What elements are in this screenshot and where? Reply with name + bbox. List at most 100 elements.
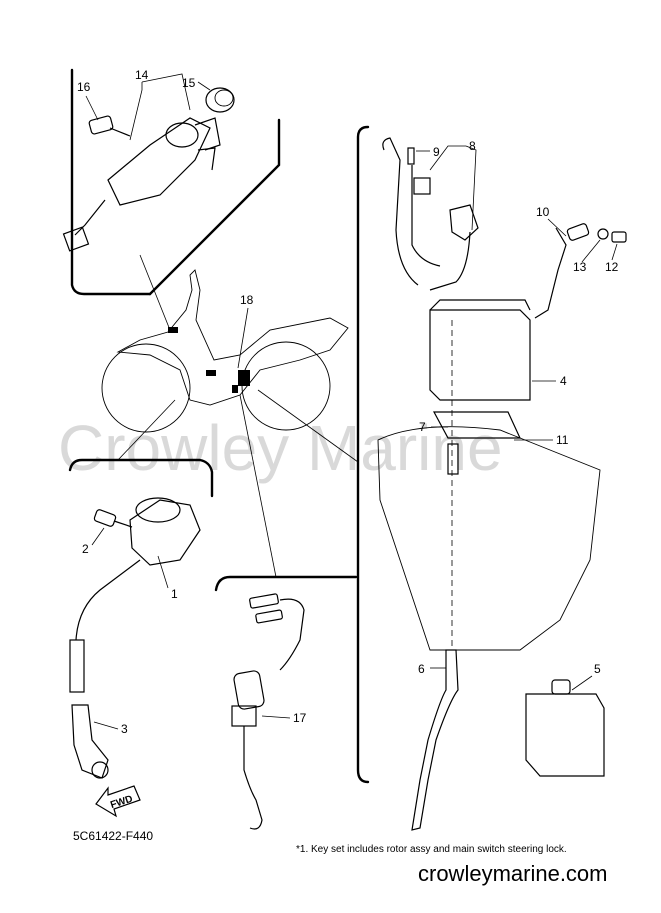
washer-13: [597, 228, 609, 240]
fwd-arrow: FWD: [95, 785, 141, 818]
callout-17: 17: [293, 711, 307, 725]
front-wheel: [101, 343, 191, 433]
sensor-wire: [279, 598, 305, 671]
leader-15: [197, 81, 211, 91]
coil-location-mark: [206, 370, 216, 376]
bolt-16: [88, 115, 114, 135]
callout-4: 4: [560, 374, 567, 388]
battery-top: [429, 299, 531, 311]
callout-9: 9: [433, 145, 440, 159]
website-label: crowleymarine.com: [418, 861, 608, 886]
leader-5: [571, 675, 593, 691]
callout-3: 3: [121, 722, 128, 736]
coil-body: [129, 499, 201, 566]
lead-wire-8: [382, 137, 419, 286]
bolt-2: [93, 509, 117, 527]
callout-15: 15: [182, 76, 196, 90]
lead-10-end: [566, 223, 590, 241]
sensor-panel-frame: [214, 575, 358, 592]
switch-wire: [74, 199, 106, 236]
watermark-text: Crowley Marine: [58, 412, 503, 484]
battery-assembly: [377, 137, 627, 831]
lead-wire-10: [534, 227, 567, 319]
battery-box: [377, 426, 601, 651]
ignition-coil-assembly: [69, 497, 201, 779]
coil-panel-frame: [68, 458, 214, 498]
key-panel-diagonal: [148, 118, 281, 296]
callout-5: 5: [594, 662, 601, 676]
sensor-body: [233, 670, 265, 710]
bottle-cap: [551, 679, 571, 695]
leader-10: [547, 218, 567, 237]
battery-4: [429, 309, 531, 401]
callout-6: 6: [418, 662, 425, 676]
callout-14: 14: [135, 68, 149, 82]
leader-17: [261, 715, 291, 719]
coil-wire: [75, 559, 141, 641]
bolt-2-shank: [113, 520, 133, 528]
callout-8: 8: [469, 139, 476, 153]
key-leader: [139, 254, 171, 331]
leader-2: [91, 527, 105, 546]
main-switch-assembly: [62, 87, 235, 252]
key-panel-frame: [70, 68, 152, 296]
callout-10: 10: [536, 205, 550, 219]
plug-lead: [69, 639, 85, 693]
sensor-leader: [239, 394, 277, 578]
lead-wire-8b: [411, 165, 441, 267]
callout-13: 13: [573, 260, 587, 274]
callout-1: 1: [171, 587, 178, 601]
terminal-cap: [449, 204, 479, 241]
diagram-code: 5C61422-F440: [73, 829, 153, 843]
bolt-12: [611, 231, 627, 243]
key-2: [197, 147, 216, 171]
switch-barrel: [165, 122, 199, 148]
callout-16: 16: [77, 80, 91, 94]
fuse-9: [407, 147, 415, 165]
battery-location-mark: [238, 370, 250, 386]
leader-12: [611, 243, 618, 261]
battery-leader: [257, 389, 359, 463]
callout-7: 7: [419, 420, 426, 434]
scooter-body: [116, 269, 349, 406]
leader-1: [157, 555, 169, 589]
rotor-15: [205, 87, 235, 113]
bolt-16-shank: [109, 127, 131, 137]
leader-14: [129, 73, 191, 141]
callout-2: 2: [82, 542, 89, 556]
footnote: *1. Key set includes rotor assy and main…: [296, 844, 567, 855]
fwd-label: FWD: [109, 794, 134, 812]
battery-panel-frame: [356, 125, 370, 784]
callout-18: 18: [240, 293, 254, 307]
leader-18: [237, 307, 249, 369]
callout-12: 12: [605, 260, 619, 274]
sensor-assembly: [231, 593, 305, 830]
plug-cap-3: [71, 704, 109, 779]
key-location-mark: [168, 327, 178, 333]
plug-cap-end: [91, 761, 109, 779]
leader-13: [581, 239, 601, 263]
sensor-lead: [243, 726, 263, 830]
scooter-outline: [101, 269, 349, 433]
coil-top: [135, 497, 181, 523]
lead-wire-8c: [429, 231, 471, 291]
leader-16: [85, 95, 99, 121]
rotor-15-inner: [214, 89, 234, 107]
band-7: [447, 443, 459, 475]
electrolyte-bottle-5: [525, 693, 605, 777]
callout-11: 11: [556, 433, 569, 447]
sensor-location-mark: [232, 385, 238, 393]
connector-b: [255, 609, 283, 624]
coil-leader: [117, 399, 176, 461]
fuse-holder: [413, 177, 431, 195]
leader-3: [93, 721, 119, 730]
fwd-arrow-shape: [95, 785, 141, 818]
key: [194, 117, 221, 151]
connector-a: [249, 593, 279, 609]
switch-connector: [62, 226, 90, 252]
tube-6: [411, 649, 459, 831]
switch-body: [107, 117, 211, 206]
leader-8: [429, 145, 477, 231]
callouts: 1 2 3 4 5 6 7 8 9 10 11 12 13 14 15 16 1…: [77, 68, 619, 736]
